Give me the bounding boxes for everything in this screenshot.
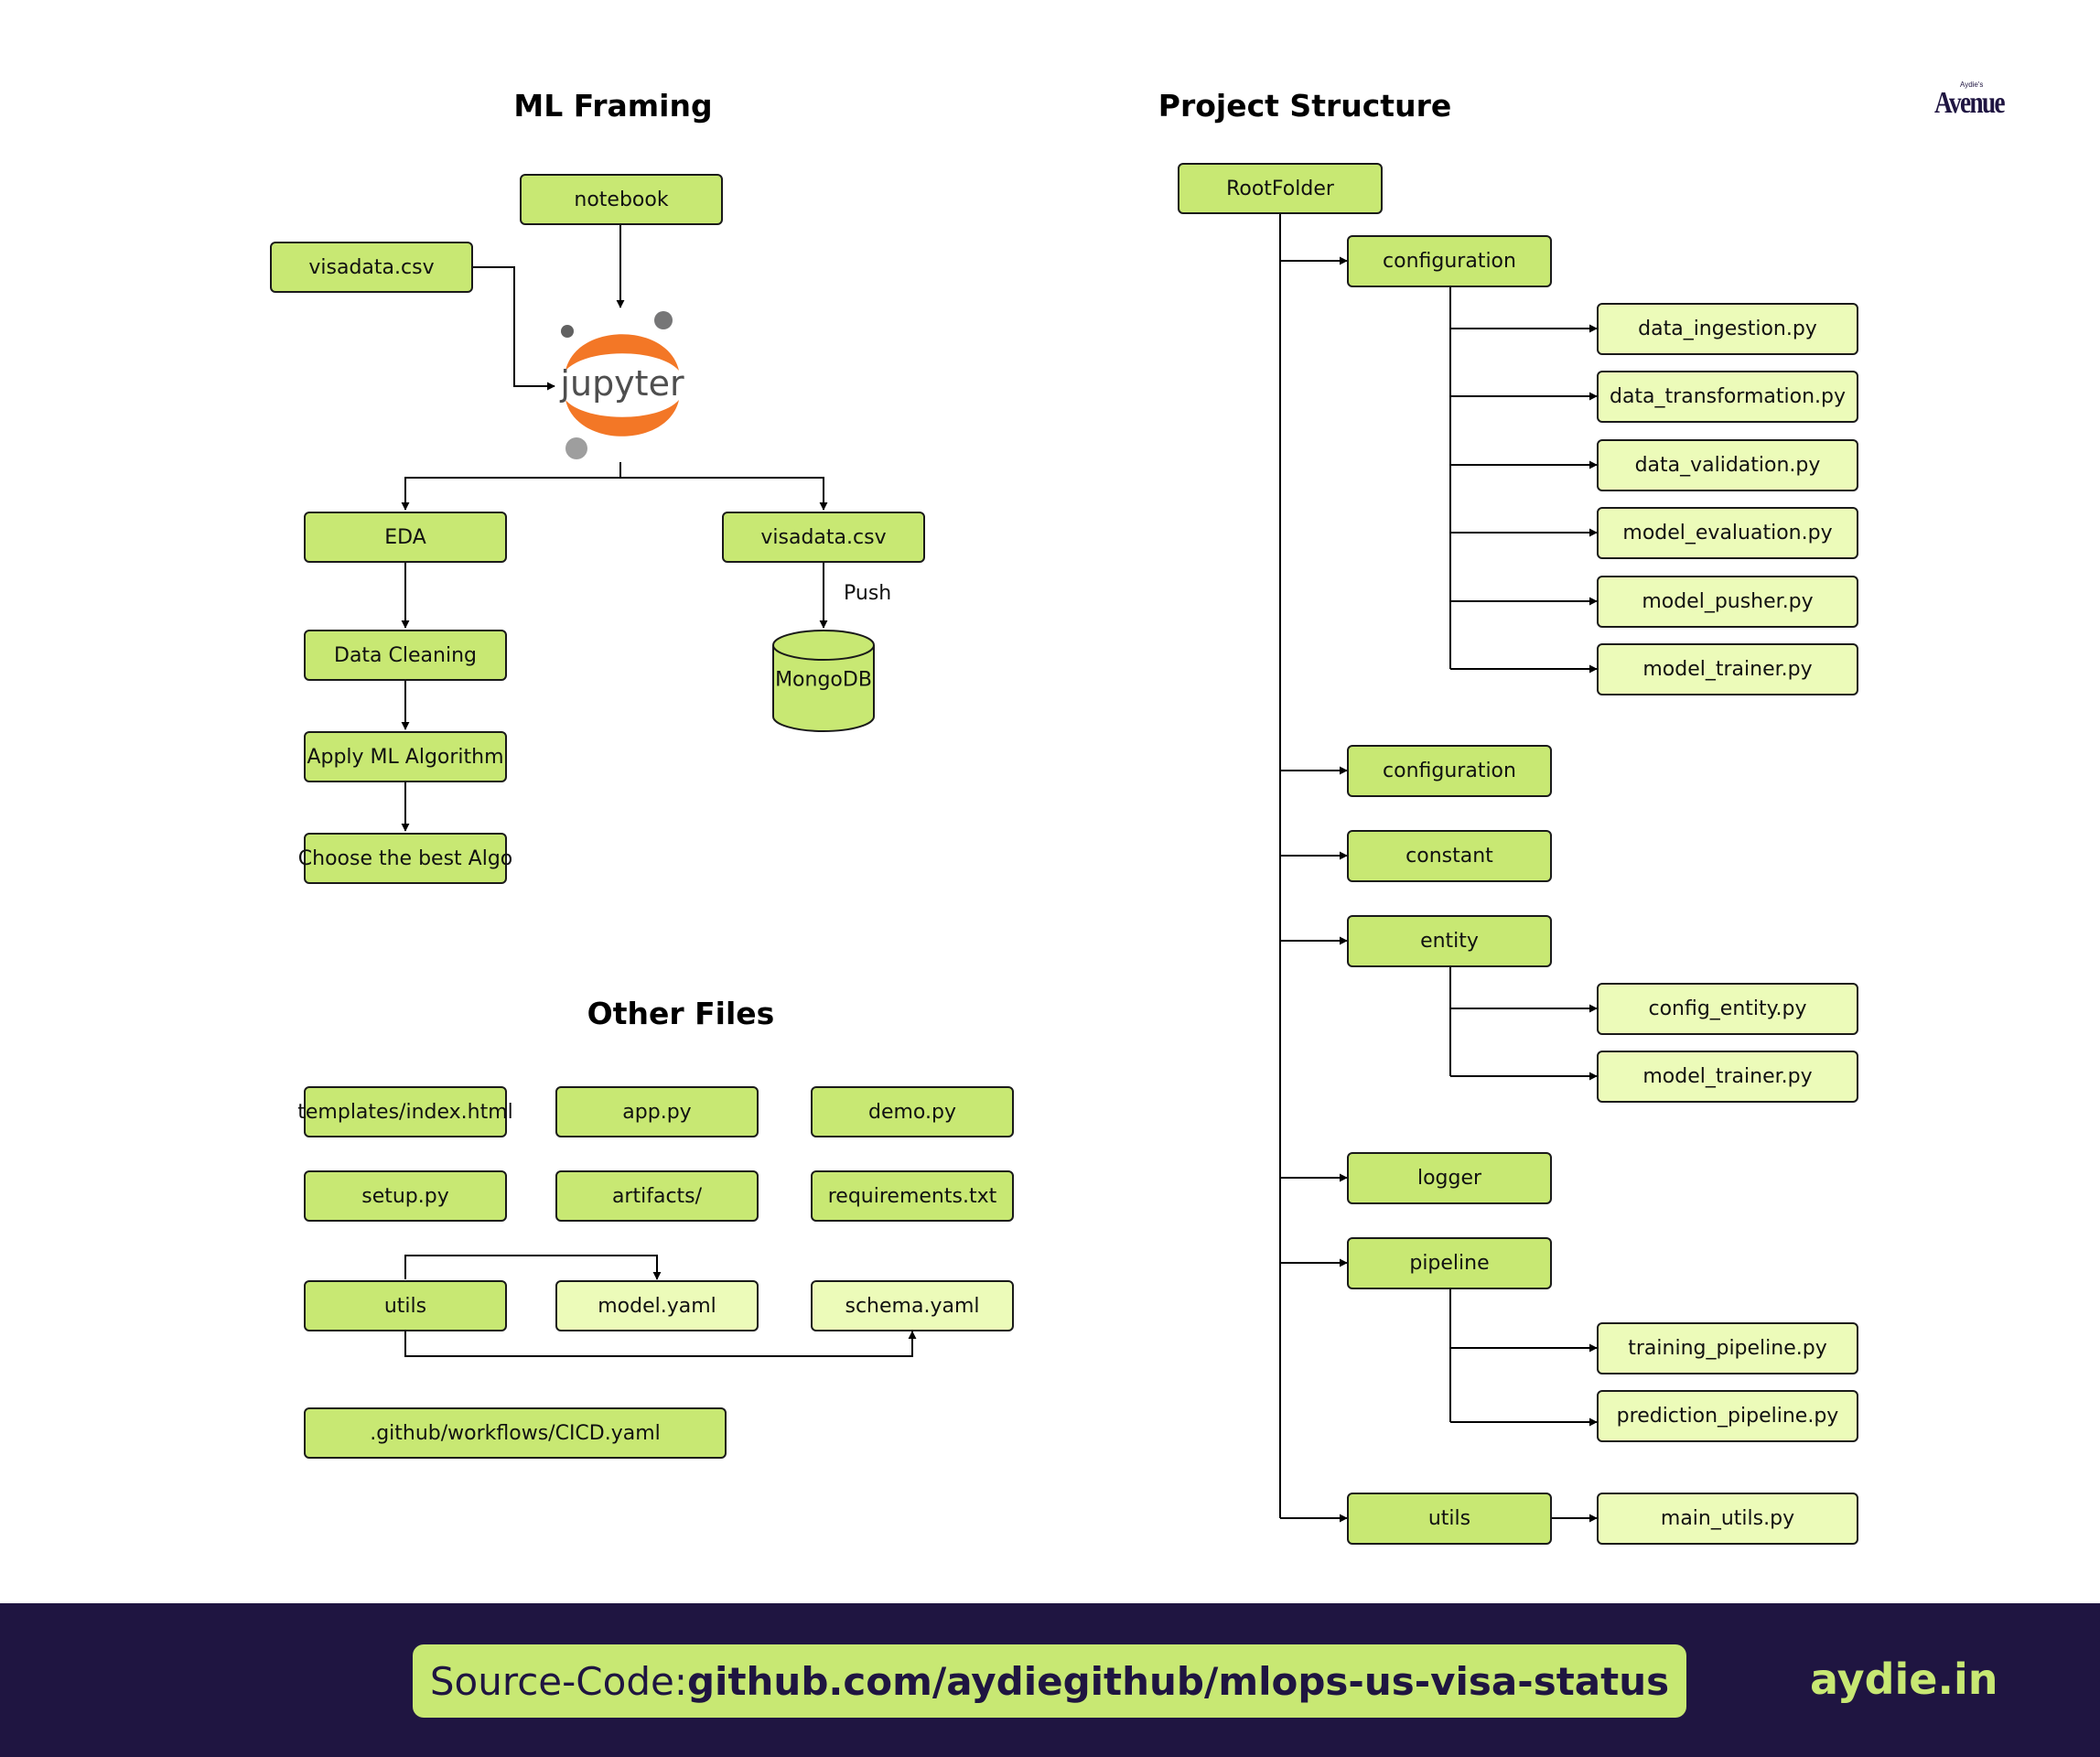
demo-py-file: demo.py <box>811 1086 1014 1137</box>
push-label: Push <box>844 582 892 605</box>
utils-folder: utils <box>304 1280 507 1331</box>
output-csv-node: visadata.csv <box>722 512 925 563</box>
source-code-url: github.com/aydiegithub/mlops-us-visa-sta… <box>686 1658 1670 1704</box>
source-code-prefix: Source-Code: <box>429 1658 687 1704</box>
pipeline-node: pipeline <box>1347 1237 1552 1289</box>
training-pipeline-file: training_pipeline.py <box>1597 1322 1858 1374</box>
jupyter-logo: jupyter <box>559 311 684 459</box>
edge-utils-model-yaml <box>404 1255 662 1280</box>
data-transformation-file: data_transformation.py <box>1597 371 1858 423</box>
site-link[interactable]: aydie.in <box>1810 1655 1998 1704</box>
choose-best-algo-node: Choose the best Algo <box>298 833 512 884</box>
other-files-heading: Other Files <box>587 996 775 1031</box>
edge-jupyter-output-csv <box>620 477 828 511</box>
requirements-file: requirements.txt <box>811 1170 1014 1222</box>
ml-framing-heading: ML Framing <box>513 88 713 124</box>
setup-py-file: setup.py <box>304 1170 507 1222</box>
eda-node: EDA <box>304 512 507 563</box>
model-evaluation-file: model_evaluation.py <box>1597 507 1858 559</box>
brand-logo-small-text: Aydie's <box>1960 81 1984 89</box>
data-validation-file: data_validation.py <box>1597 439 1858 491</box>
brand-logo: Aydie's Avenue <box>1934 81 2006 124</box>
schema-yaml-file: schema.yaml <box>811 1280 1014 1331</box>
prediction-pipeline-file: prediction_pipeline.py <box>1597 1390 1858 1442</box>
constant-node: constant <box>1347 830 1552 882</box>
main-utils-file: main_utils.py <box>1597 1493 1858 1545</box>
root-folder-node: RootFolder <box>1178 163 1383 214</box>
cicd-workflow-file: .github/workflows/CICD.yaml <box>304 1407 727 1459</box>
app-py-file: app.py <box>555 1086 759 1137</box>
entity-model-trainer-file: model_trainer.py <box>1597 1051 1858 1103</box>
data-ingestion-file: data_ingestion.py <box>1597 303 1858 355</box>
brand-logo-name: Avenue <box>1934 86 2006 120</box>
data-cleaning-node: Data Cleaning <box>304 630 507 681</box>
model-pusher-file: model_pusher.py <box>1597 576 1858 628</box>
mongodb-label: MongoDB <box>775 668 872 692</box>
configuration-node-2: configuration <box>1347 745 1552 797</box>
model-yaml-file: model.yaml <box>555 1280 759 1331</box>
apply-ml-algorithm-node: Apply ML Algorithm <box>304 731 507 782</box>
mongodb-cylinder <box>772 630 875 732</box>
edge-utils-schema-yaml <box>404 1331 917 1357</box>
artifacts-folder: artifacts/ <box>555 1170 759 1222</box>
logger-node: logger <box>1347 1152 1552 1204</box>
model-trainer-file: model_trainer.py <box>1597 643 1858 695</box>
configuration-node-1: configuration <box>1347 235 1552 287</box>
edge-csv-jupyter <box>473 266 555 391</box>
config-entity-file: config_entity.py <box>1597 983 1858 1035</box>
entity-node: entity <box>1347 915 1552 967</box>
notebook-node: notebook <box>520 174 723 225</box>
input-csv-node: visadata.csv <box>270 242 473 293</box>
jupyter-wordmark: jupyter <box>559 363 684 404</box>
project-structure-heading: Project Structure <box>1158 88 1452 124</box>
source-code-link[interactable]: Source-Code: github.com/aydiegithub/mlop… <box>413 1644 1686 1718</box>
templates-index-file: templates/index.html <box>297 1086 513 1137</box>
edge-jupyter-eda <box>401 477 620 511</box>
utils-node: utils <box>1347 1493 1552 1545</box>
